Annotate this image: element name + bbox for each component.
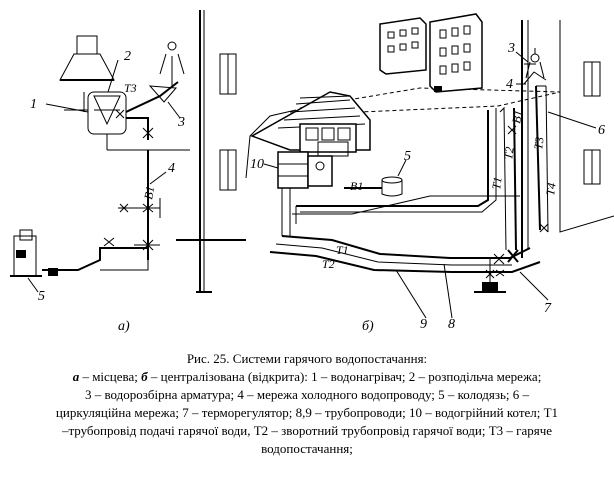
- label-b6: 6: [598, 123, 605, 138]
- return-pipe-t2: [269, 251, 541, 273]
- storage-tank: [344, 176, 403, 197]
- caption-text-a: – місцева;: [79, 369, 142, 384]
- valve-a2: [115, 109, 125, 119]
- shower-fitting: [148, 41, 185, 103]
- diagram-a: 1 2 3 4 5 T3 B1 а): [10, 10, 246, 334]
- well-supply-pipe: [42, 247, 148, 271]
- caption-line-5: –трубопровід подачі гарячої води, Т2 – з…: [61, 423, 553, 438]
- label-b4: 4: [506, 77, 513, 92]
- water-heater: [64, 91, 148, 151]
- caption-title: Рис. 25. Системи гарячого водопостачання…: [186, 351, 428, 366]
- label-b10: 10: [250, 157, 264, 172]
- caption-line-3: 3 – водорозбірна арматура; 4 – мережа хо…: [84, 387, 530, 402]
- diagram-b-letter: б): [362, 319, 374, 334]
- well: [10, 229, 58, 277]
- caption-letter-b: б: [141, 369, 148, 384]
- caption-line-4: циркуляційна мережа; 7 – терморегулятор;…: [55, 405, 559, 420]
- valve-a3: [118, 198, 161, 218]
- building-wall-a: [176, 10, 246, 293]
- pipe-label-t1-riser: T1: [489, 176, 505, 191]
- pipe-label-t3: T3: [124, 81, 137, 95]
- thermoregulator: [474, 249, 519, 293]
- boiler-house: [250, 91, 371, 157]
- building-wall-b: [521, 20, 614, 258]
- valve-a1: [142, 127, 154, 139]
- hot-water-systems-figure: 1 2 3 4 5 T3 B1 а): [10, 10, 614, 334]
- water-boiler: [277, 151, 333, 189]
- far-buildings: [379, 13, 483, 93]
- pipe-label-t1-main: T1: [336, 243, 349, 257]
- valve-b2: [539, 223, 549, 233]
- pipe-label-t2-riser: T2: [501, 146, 517, 161]
- label-b9: 9: [420, 317, 427, 332]
- diagram-b: 3 4 5 6 7 8 9 10 B1 B1 T1 T2 T3 T4 T1 T2…: [245, 13, 614, 334]
- ground-outline: [245, 109, 297, 179]
- label-b5: 5: [404, 149, 411, 164]
- caption-line-2: а – місцева; б – централізована (відкрит…: [0, 368, 614, 386]
- supply-pipe-t1: [281, 235, 531, 259]
- label-b3: 3: [507, 41, 515, 56]
- figure-drawing: 1 2 3 4 5 T3 B1 а): [10, 10, 614, 334]
- label-4: 4: [168, 161, 175, 176]
- exhaust-hood: [59, 35, 115, 81]
- diagram-a-letter: а): [118, 319, 130, 334]
- figure-caption: Рис. 25. Системи гарячого водопостачання…: [0, 350, 614, 458]
- label-b7: 7: [544, 301, 552, 316]
- pipe-label-b1-riser: B1: [509, 109, 525, 125]
- site-boundary: [299, 87, 561, 113]
- label-b8: 8: [448, 317, 455, 332]
- pipe-label-t4-riser: T4: [543, 182, 559, 197]
- label-3: 3: [177, 115, 185, 130]
- label-5: 5: [38, 289, 45, 304]
- pipe-trench: [295, 108, 497, 224]
- caption-letter-a: а: [72, 369, 80, 384]
- pipe-label-t2-main: T2: [322, 257, 335, 271]
- valve-a5: [103, 237, 115, 247]
- caption-text-b: – централізована (відкрита): 1 – водонаг…: [147, 369, 542, 384]
- label-1: 1: [30, 97, 37, 112]
- pipe-label-b1: B1: [141, 185, 157, 201]
- pipe-label-b1-tank: B1: [350, 179, 363, 193]
- valve-b1: [507, 125, 517, 135]
- label-2: 2: [124, 49, 131, 64]
- pipe-label-t3-riser: T3: [531, 136, 547, 151]
- caption-line-6: водопостачання;: [261, 441, 353, 456]
